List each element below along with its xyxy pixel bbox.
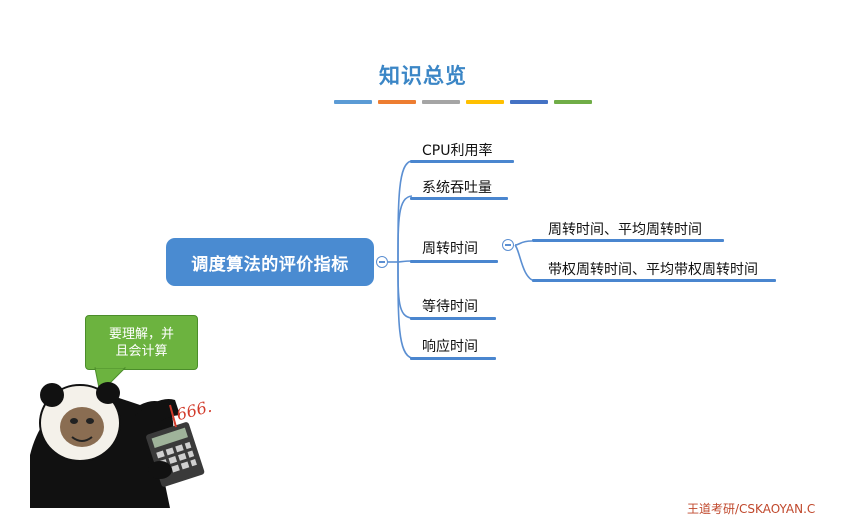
- turnaround-collapse-icon[interactable]: [502, 239, 514, 251]
- speech-bubble-line: 要理解，并: [108, 327, 174, 342]
- color-bar-segment-1: [334, 100, 372, 104]
- page-title: 知识总览: [379, 64, 467, 88]
- footer-watermark: 王道考研/CSKAOYAN.C: [687, 502, 816, 516]
- color-bar-segment-4: [466, 100, 504, 104]
- branch-cpu-utilization[interactable]: CPU利用率: [422, 143, 493, 159]
- speech-bubble-line: 且会计算: [115, 344, 168, 359]
- sub-weighted-turnaround-avg[interactable]: 带权周转时间、平均带权周转时间: [548, 262, 758, 278]
- mindmap-root[interactable]: 调度算法的评价指标: [166, 238, 374, 286]
- color-bar-segment-5: [510, 100, 548, 104]
- panda-meme-image: 666.: [30, 382, 214, 508]
- branch-throughput[interactable]: 系统吞吐量: [422, 180, 492, 196]
- branch-underline: [410, 260, 498, 263]
- branch-waiting-time[interactable]: 等待时间: [422, 299, 478, 315]
- branch-underline: [410, 357, 496, 360]
- branch-underline: [410, 160, 514, 163]
- branch-turnaround-time[interactable]: 周转时间: [422, 241, 478, 257]
- sub-turnaround-avg[interactable]: 周转时间、平均周转时间: [548, 222, 702, 238]
- sub-underline: [532, 239, 724, 242]
- branch-response-time[interactable]: 响应时间: [422, 339, 478, 355]
- speech-bubble: 要理解，并 且会计算: [85, 315, 198, 370]
- color-bar-segment-6: [554, 100, 592, 104]
- meme-666-text: 666.: [174, 397, 213, 425]
- sub-underline: [532, 279, 776, 282]
- color-bar-segment-2: [378, 100, 416, 104]
- branch-underline: [410, 317, 496, 320]
- root-collapse-icon[interactable]: [376, 256, 388, 268]
- color-bar-segment-3: [422, 100, 460, 104]
- branch-underline: [410, 197, 508, 200]
